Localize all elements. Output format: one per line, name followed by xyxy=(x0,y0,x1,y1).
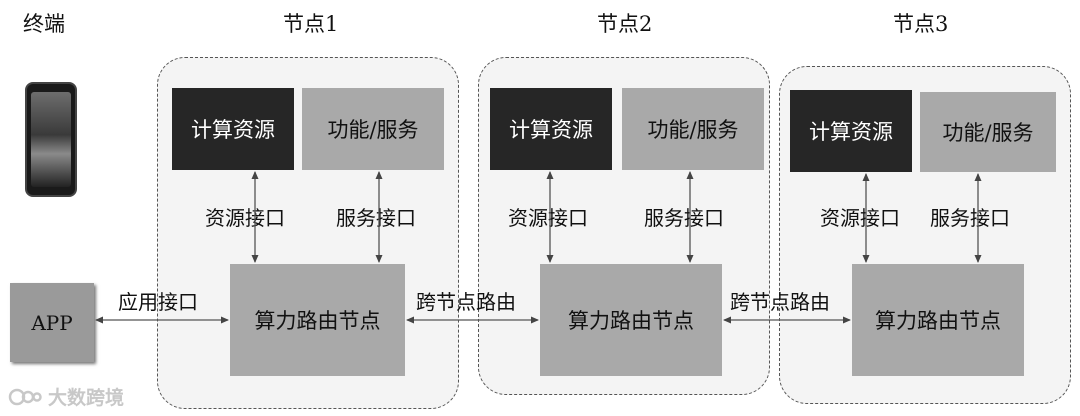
node-3-compute-label: 计算资源 xyxy=(809,120,893,144)
node-1-compute-resource: 计算资源 xyxy=(172,88,294,170)
node-1-title: 节点1 xyxy=(283,12,339,36)
node-2-function-label: 功能/服务 xyxy=(647,118,739,142)
node-2-compute-resource: 计算资源 xyxy=(490,88,612,170)
node-2-title: 节点2 xyxy=(597,12,653,36)
node-3-function-service: 功能/服务 xyxy=(920,92,1056,172)
node-3-title: 节点3 xyxy=(893,12,949,36)
node-1-resource-interface: 资源接口 xyxy=(205,206,285,230)
cross-route-2-3-label: 跨节点路由 xyxy=(730,290,830,314)
node-1-router: 算力路由节点 xyxy=(230,264,405,376)
node-2-router-label: 算力路由节点 xyxy=(568,309,694,333)
node-1-function-service: 功能/服务 xyxy=(302,88,444,170)
node-2-compute-label: 计算资源 xyxy=(509,118,593,142)
node-3-resource-interface: 资源接口 xyxy=(820,206,900,230)
cross-route-1-2-label: 跨节点路由 xyxy=(416,290,516,314)
node-3-compute-resource: 计算资源 xyxy=(790,90,912,172)
terminal-title: 终端 xyxy=(23,12,65,36)
node-1-router-label: 算力路由节点 xyxy=(254,309,381,333)
node-1-function-label: 功能/服务 xyxy=(327,118,419,142)
app-interface-label: 应用接口 xyxy=(118,290,198,314)
watermark-logo-icon xyxy=(8,388,42,405)
node-3-function-label: 功能/服务 xyxy=(942,121,1034,145)
node-1-compute-label: 计算资源 xyxy=(191,118,275,142)
node-2-service-interface: 服务接口 xyxy=(644,206,724,230)
node-2-function-service: 功能/服务 xyxy=(622,88,764,170)
phone-icon xyxy=(25,82,77,197)
node-3-router-label: 算力路由节点 xyxy=(875,309,1001,333)
watermark-text: 大数跨境 xyxy=(48,387,125,409)
app-box: APP xyxy=(10,283,94,362)
watermark: 大数跨境 xyxy=(8,383,124,410)
node-3-service-interface: 服务接口 xyxy=(930,206,1010,230)
node-2-router: 算力路由节点 xyxy=(540,264,722,376)
app-label: APP xyxy=(31,310,73,335)
node-3-router: 算力路由节点 xyxy=(852,264,1024,376)
